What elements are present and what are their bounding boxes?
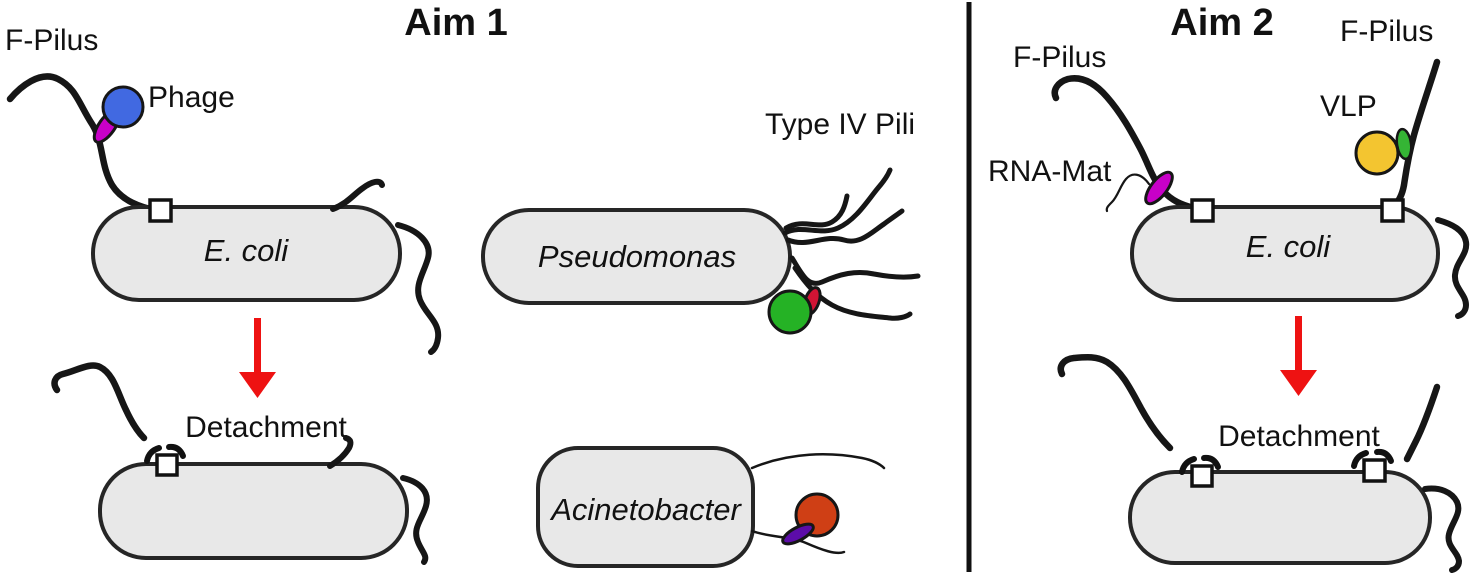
aim2-rna-strand xyxy=(1105,173,1151,213)
aim1-acinetobacter-pilus-top xyxy=(750,453,886,470)
aim1-broken-site-square xyxy=(155,453,179,477)
aim1-panel: Aim 1 F-Pilus Phage E. coli Detachment T… xyxy=(5,2,921,568)
aim2-detached-ecoli-cell xyxy=(1128,470,1432,565)
aim2-detachment-arrow xyxy=(1280,316,1317,396)
aim2-vlp-label: VLP xyxy=(1320,90,1377,123)
aim1-acinetobacter-pilus-bottom xyxy=(750,529,846,555)
aim2-f-pilus-left-line xyxy=(1051,75,1198,212)
aim1-detached-flagellum-top xyxy=(327,435,354,469)
aim2-f-pilus-left-label: F-Pilus xyxy=(1013,41,1106,74)
aim1-phage-label: Phage xyxy=(148,81,235,114)
aim1-detached-ecoli-cell xyxy=(98,462,409,560)
aim2-broken-site-right-mark-b xyxy=(1374,448,1394,464)
aim2-attachment-site-left xyxy=(1190,198,1215,223)
aim2-attachment-site-right xyxy=(1380,198,1405,223)
aim2-detached-flagellum-right xyxy=(1422,485,1462,573)
aim1-f-pilus-line xyxy=(6,73,162,215)
aim2-ecoli-label: E. coli xyxy=(1246,229,1332,264)
aim1-detached-flagellum-right xyxy=(400,475,430,565)
aim2-ecoli-flagellum-right xyxy=(1435,217,1470,319)
aim2-f-pilus-right-line xyxy=(1388,58,1441,211)
aim1-ecoli-cell xyxy=(91,205,402,302)
aim1-acinetobacter-pilin-ellipse xyxy=(781,522,815,546)
aim2-broken-site-right xyxy=(1362,458,1387,483)
aim2-broken-site-right-mark-a xyxy=(1351,450,1369,469)
aim2-broken-site-left xyxy=(1190,464,1214,488)
aim1-attachment-site-square xyxy=(148,198,173,223)
aim2-broken-site-left-mark-b xyxy=(1201,454,1221,470)
aim1-type-iv-pili-label: Type IV Pili xyxy=(765,108,915,141)
aim1-ecoli-flagellum-right xyxy=(395,222,442,355)
aim1-title: Aim 1 xyxy=(404,2,507,44)
aim2-rna-mat-ellipse xyxy=(1144,170,1174,206)
aim1-f-pilus-label: F-Pilus xyxy=(5,24,98,57)
aim1-detached-pilus xyxy=(51,362,148,442)
aim2-vlp-capsid xyxy=(1354,130,1400,176)
aim1-pseudomonas-phage-capsid xyxy=(767,289,813,335)
aim2-title: Aim 2 xyxy=(1170,2,1273,44)
aim1-broken-site-mark-left xyxy=(144,445,162,464)
aim2-detached-pilus-right xyxy=(1403,383,1441,463)
aim1-pilus-strand-4 xyxy=(789,255,921,286)
aim2-ecoli-cell xyxy=(1130,205,1440,302)
aim2-panel: Aim 2 F-Pilus F-Pilus VLP RNA-Mat E. col… xyxy=(988,2,1470,573)
aim1-detachment-arrow xyxy=(239,318,276,398)
aim2-detachment-label: Detachment xyxy=(1218,420,1380,453)
aim1-acinetobacter-cell xyxy=(536,446,755,568)
aim1-acinetobacter-label: Acinetobacter xyxy=(549,492,742,527)
aim2-broken-site-left-mark-a xyxy=(1179,456,1197,475)
aim2-detached-pilus-left xyxy=(1057,353,1174,452)
aim1-ecoli-label: E. coli xyxy=(204,233,290,268)
aim1-broken-site-mark-right xyxy=(166,443,186,459)
aim1-ecoli-flagellum-top xyxy=(330,178,385,212)
aim1-pilus-strand-2 xyxy=(782,167,893,236)
aim2-f-pilus-right-label: F-Pilus xyxy=(1340,15,1433,48)
aim2-rna-mat-label: RNA-Mat xyxy=(988,155,1112,188)
aim1-phage-capsid xyxy=(101,85,145,129)
aim1-pilus-strand-1 xyxy=(783,193,850,231)
aim1-detachment-label: Detachment xyxy=(185,411,347,444)
aim1-pilus-strand-3 xyxy=(785,208,905,246)
aim1-pseudomonas-label: Pseudomonas xyxy=(538,239,736,274)
